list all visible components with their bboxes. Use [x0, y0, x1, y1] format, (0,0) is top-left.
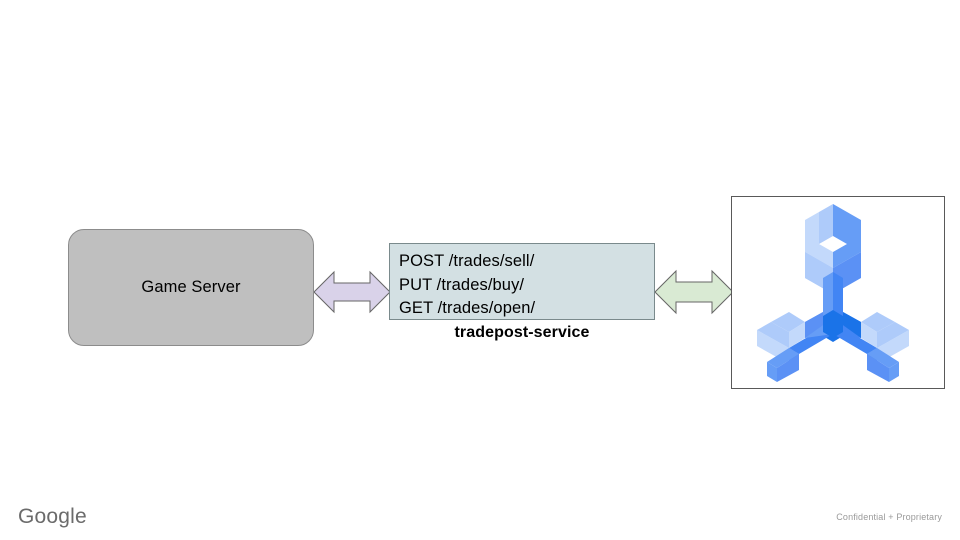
double-arrow-purple-icon: [313, 270, 391, 314]
game-server-label: Game Server: [141, 277, 241, 296]
endpoint-put-trades-buy: PUT /trades/buy/: [399, 275, 525, 294]
endpoint-post-trades-sell: POST /trades/sell/: [399, 252, 535, 270]
node-tradepost-service[interactable]: POST /trades/sell/ PUT /trades/buy/ GET …: [389, 243, 655, 320]
google-wordmark: Google: [18, 505, 87, 528]
three-pronged-wrench-icon: [757, 203, 909, 382]
connector-service-to-tools[interactable]: [654, 263, 734, 326]
node-tools-logo-panel[interactable]: [731, 196, 945, 389]
double-arrow-green-icon: [654, 269, 734, 315]
tradepost-service-caption: tradepost-service: [454, 324, 590, 341]
connector-game-server-to-service[interactable]: [313, 266, 391, 323]
confidentiality-note: Confidential + Proprietary: [836, 512, 942, 522]
node-game-server[interactable]: Game Server: [68, 229, 314, 346]
endpoint-get-trades-open: GET /trades/open/: [399, 299, 536, 317]
